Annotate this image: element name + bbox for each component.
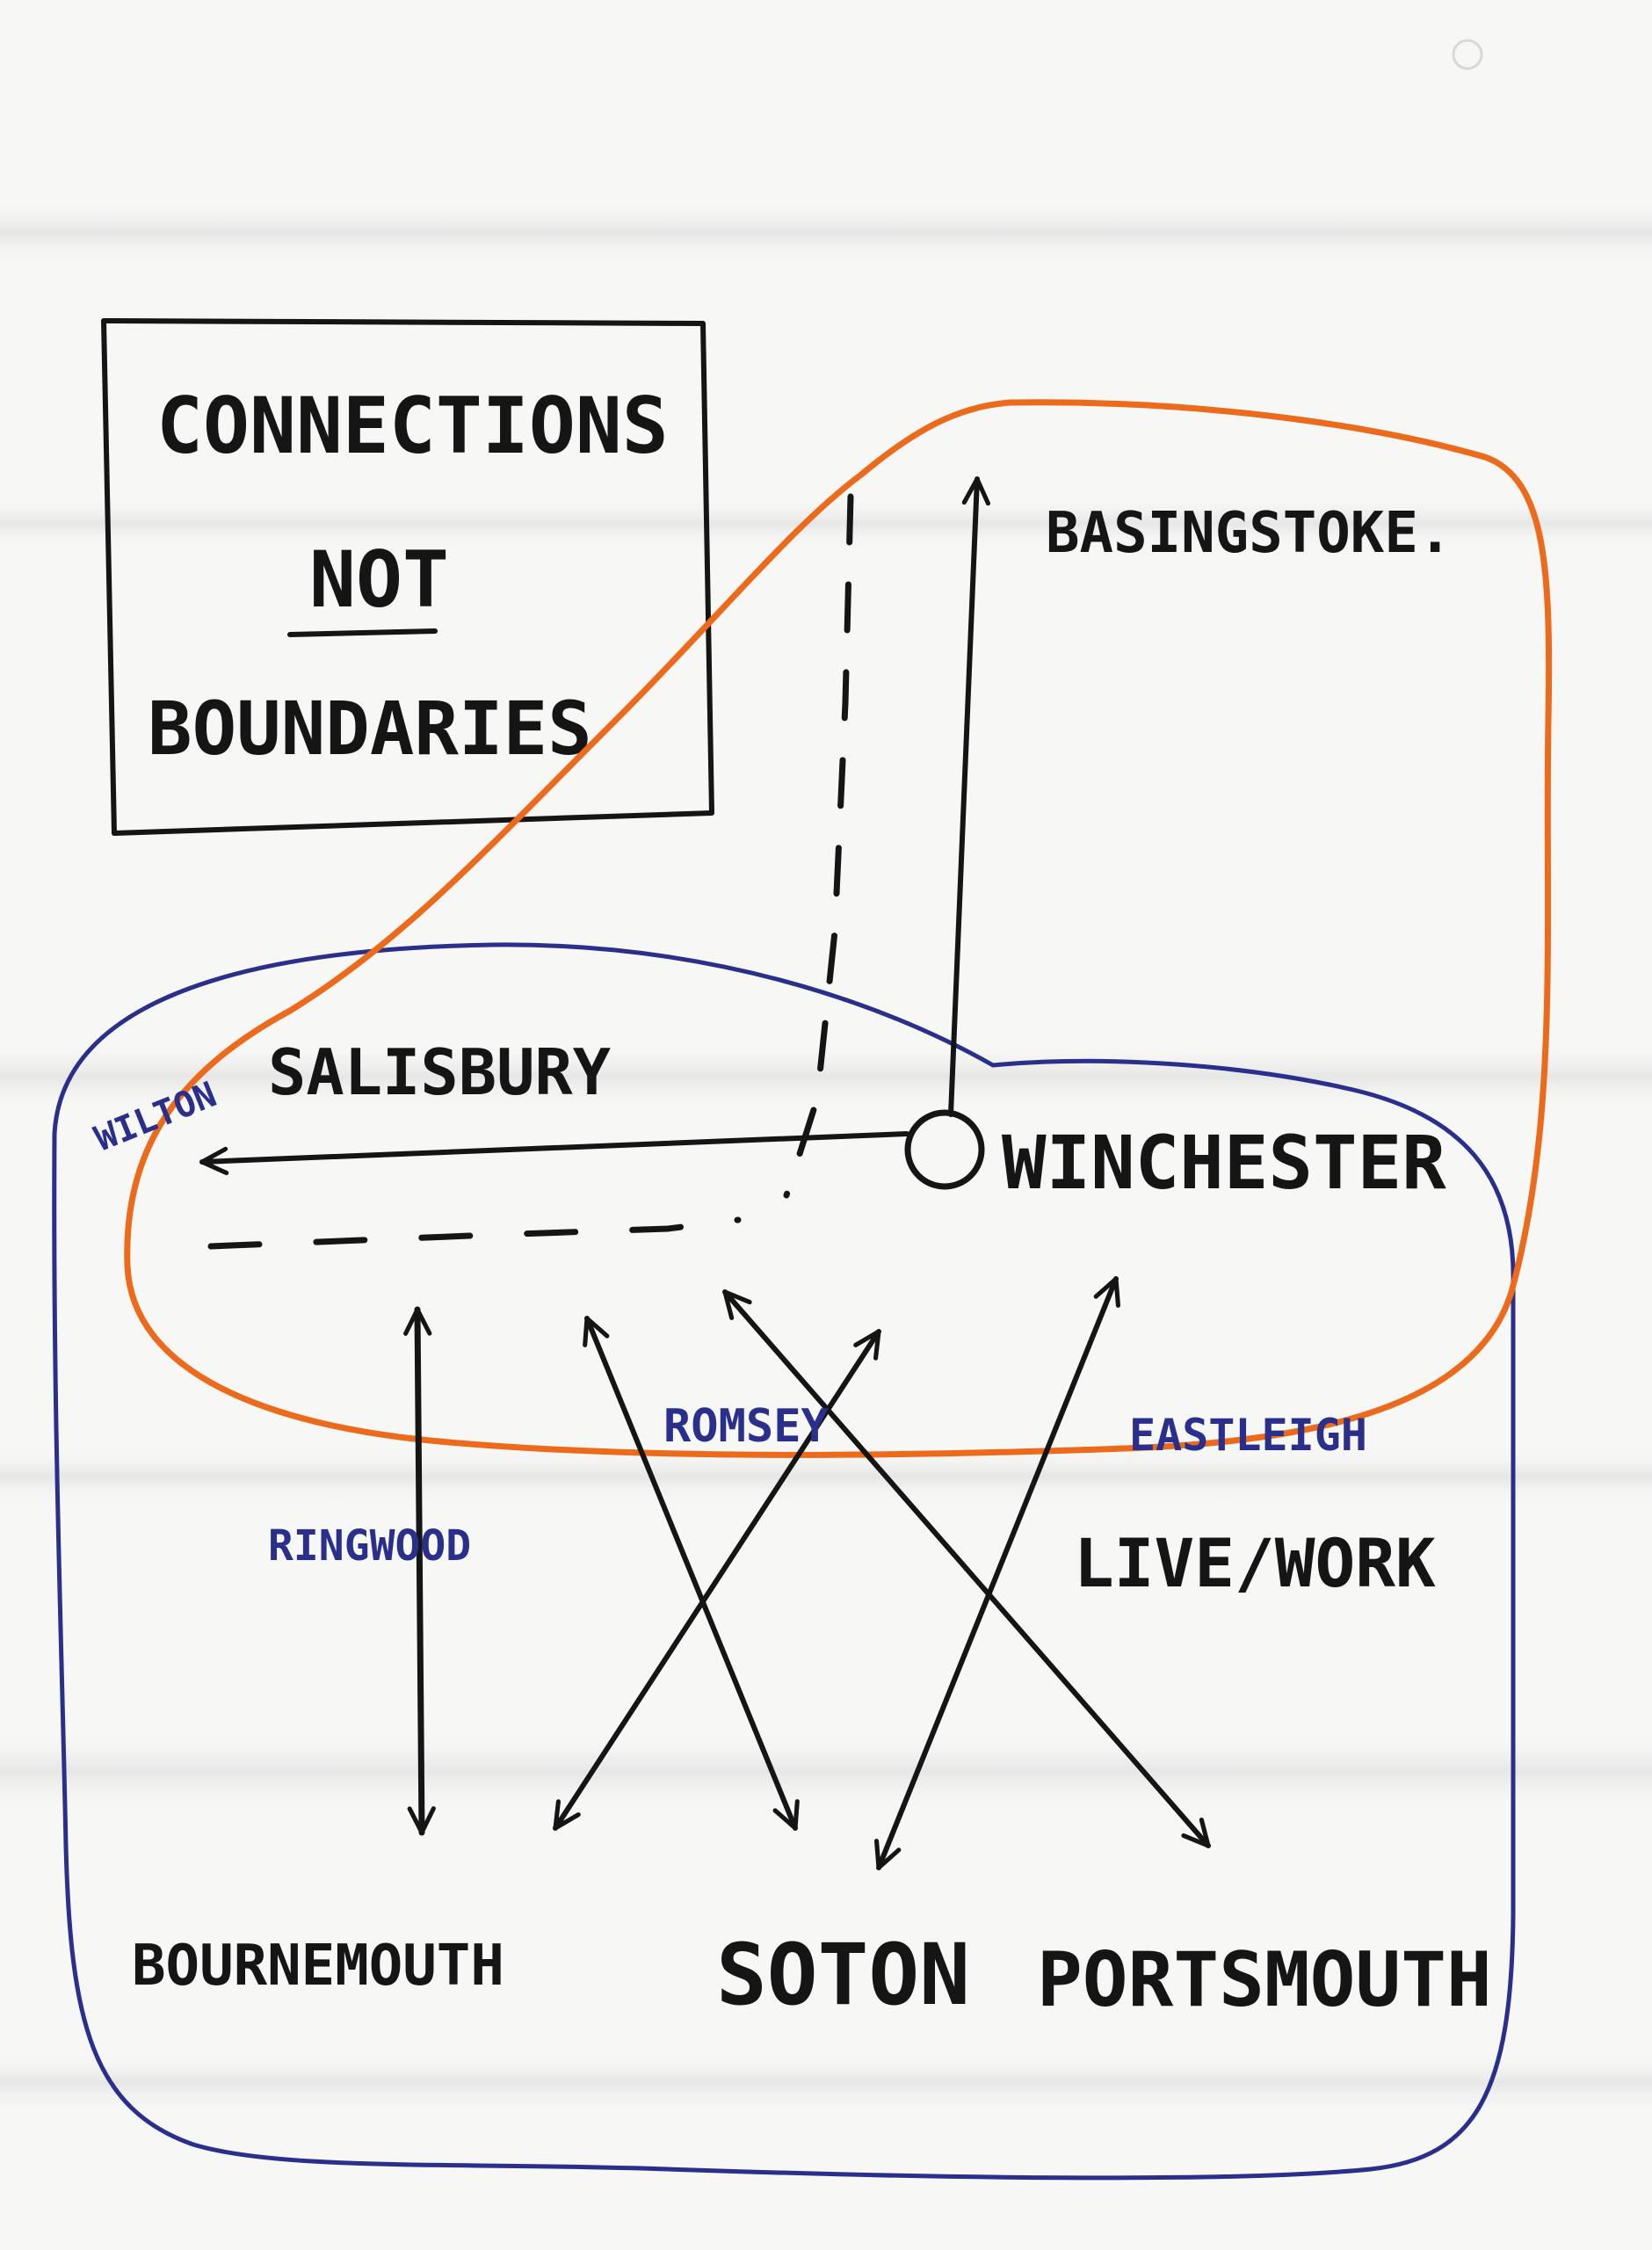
paper-fold <box>0 1723 1652 1819</box>
arrow-ringwood-bournemouth <box>403 1306 436 1836</box>
paper-fold <box>0 193 1652 272</box>
arrow-winchester-to-basingstoke <box>948 476 991 1117</box>
title-line-3: BOUNDARIES <box>148 686 592 772</box>
dashed-line-vertical <box>783 493 854 1199</box>
label-romsey: ROMSEY <box>663 1400 830 1453</box>
paper-fold <box>0 1037 1652 1116</box>
arrow-winchester-soton <box>874 1276 1120 1870</box>
label-basingstoke: BASINGSTOKE. <box>1046 501 1452 566</box>
paper-fold <box>0 2048 1652 2118</box>
label-bournemouth: BOURNEMOUTH <box>132 1934 504 1999</box>
punch-hole <box>1452 39 1483 70</box>
title-underline <box>287 628 438 637</box>
title-line-1: CONNECTIONS <box>156 381 669 471</box>
label-soton: SOTON <box>716 1926 970 2024</box>
blue-region-outline <box>52 942 1516 2181</box>
label-live-work: LIVE/WORK <box>1074 1524 1436 1602</box>
label-salisbury: SALISBURY <box>268 1035 612 1109</box>
label-ringwood: RINGWOOD <box>268 1521 471 1571</box>
winchester-node <box>904 1109 985 1190</box>
title-box-border <box>101 318 714 836</box>
label-portsmouth: PORTSMOUTH <box>1037 1936 1492 2024</box>
arrow-romsey-bournemouth <box>553 1329 881 1831</box>
dashed-line-horizontal <box>207 1216 742 1250</box>
title-line-2: NOT <box>309 534 449 625</box>
label-winchester: WINCHESTER <box>1002 1120 1446 1206</box>
arrow-winchester-to-salisbury <box>199 1131 909 1176</box>
label-eastleigh: EASTLEIGH <box>1129 1410 1367 1461</box>
